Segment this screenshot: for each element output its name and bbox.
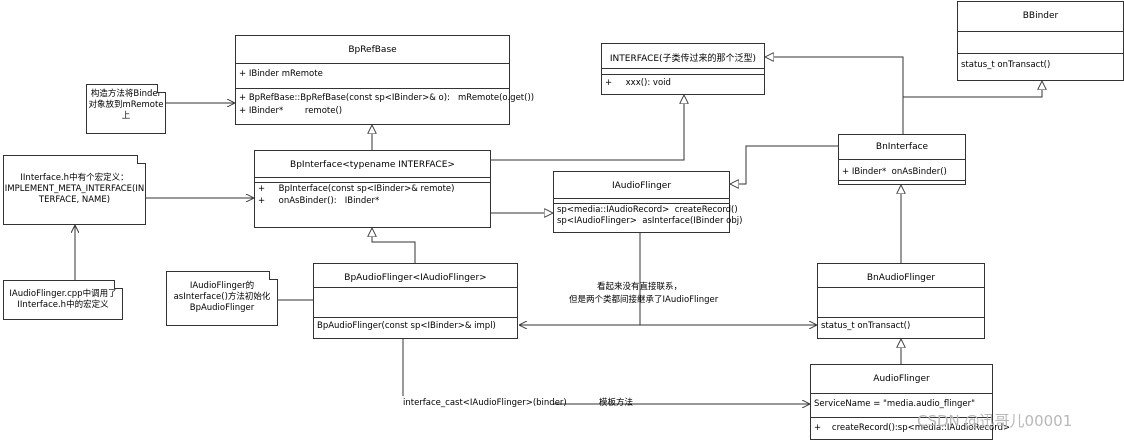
class-bnaudioflinger[interactable]: BnAudioFlinger status_t onTransact() bbox=[817, 263, 985, 339]
attribute-section bbox=[314, 287, 517, 288]
attribute-section bbox=[811, 393, 992, 394]
method-section bbox=[839, 180, 965, 181]
method-line: + IBinder* remote() bbox=[239, 106, 343, 116]
method-line: + createRecord():sp<media::IAudioRecord> bbox=[814, 423, 1011, 433]
relation-label-line1: 看起来没有直接联系， bbox=[597, 282, 683, 292]
method-line: BpAudioFlinger(const sp<IBinder>& impl) bbox=[317, 321, 496, 331]
note-line: 对象放到mRemote bbox=[88, 100, 164, 110]
method-line: + BpRefBase::BpRefBase(const sp<IBinder>… bbox=[239, 93, 535, 103]
class-bbinder[interactable]: BBinder status_t onTransact() bbox=[957, 1, 1124, 81]
class-audioflinger[interactable]: AudioFlinger ServiceName = "media.audio_… bbox=[810, 364, 1010, 440]
attribute-section bbox=[958, 31, 1123, 32]
note-fold bbox=[137, 155, 146, 164]
method-section bbox=[811, 417, 992, 418]
note-binder-to-mremote: 构造方法将Binder 对象放到mRemote 上 bbox=[86, 84, 166, 134]
class-bninterface[interactable]: BnInterface + IBinder* onAsBinder() bbox=[838, 134, 966, 185]
note-line: TERFACE, NAME) bbox=[38, 195, 111, 205]
attribute-section bbox=[255, 177, 490, 178]
note-fold bbox=[157, 84, 166, 93]
attribute-section bbox=[236, 63, 509, 64]
edge-bpinterface-interface bbox=[491, 95, 684, 161]
class-title: BpInterface<typename INTERFACE> bbox=[290, 160, 455, 170]
method-line: status_t onTransact() bbox=[961, 60, 1051, 70]
method-line: + BpInterface(const sp<IBinder>& remote) bbox=[258, 184, 455, 194]
class-title: IAudioFlinger bbox=[611, 181, 672, 191]
method-section bbox=[958, 53, 1123, 54]
class-title: INTERFACE(子类传过来的那个泛型) bbox=[609, 54, 757, 64]
attribute-section bbox=[602, 68, 764, 69]
template-method-label: 模板方法 bbox=[599, 398, 634, 408]
attribute-section bbox=[818, 287, 984, 288]
method-section bbox=[236, 88, 509, 89]
method-line: + xxx(): void bbox=[605, 78, 671, 88]
class-iaudioflinger[interactable]: IAudioFlinger sp<media::IAudioRecord> cr… bbox=[553, 171, 742, 233]
method-line: + onAsBinder(): IBinder* bbox=[258, 196, 380, 206]
method-line: sp<IAudioFlinger> asInterface(IBinder ob… bbox=[557, 216, 743, 226]
note-cpp-macro: IAudioFlinger.cpp中调用了 IInterface.h中的宏定义 bbox=[3, 280, 123, 320]
method-section bbox=[314, 317, 517, 318]
class-bpinterface[interactable]: BpInterface<typename INTERFACE> + BpInte… bbox=[254, 150, 491, 228]
class-title: BBinder bbox=[1022, 11, 1059, 21]
method-section bbox=[602, 74, 764, 75]
attribute-line: + IBinder* onAsBinder() bbox=[842, 167, 947, 177]
method-section bbox=[818, 317, 984, 318]
method-line: sp<media::IAudioRecord> createRecord() bbox=[557, 205, 738, 215]
interface-cast-label: interface_cast<IAudioFlinger>(binder) bbox=[403, 398, 567, 408]
note-iinterface-macro: IInterface.h中有个宏定义： IMPLEMENT_META_INTER… bbox=[3, 155, 146, 225]
attribute-line: + IBinder mRemote bbox=[239, 69, 323, 79]
note-line: 上 bbox=[121, 111, 131, 121]
class-title: BnAudioFlinger bbox=[866, 273, 936, 283]
method-line: status_t onTransact() bbox=[821, 321, 911, 331]
note-line: BpAudioFlinger bbox=[189, 303, 255, 313]
method-section bbox=[255, 182, 490, 183]
edge-bninterface-interface bbox=[765, 57, 904, 134]
note-line: IAudioFlinger.cpp中调用了 bbox=[9, 289, 117, 299]
class-title: BpAudioFlinger<IAudioFlinger> bbox=[344, 273, 487, 283]
note-line: 构造方法将Binder bbox=[90, 89, 162, 99]
class-title: AudioFlinger bbox=[873, 374, 930, 384]
class-interface[interactable]: INTERFACE(子类传过来的那个泛型) + xxx(): void bbox=[601, 43, 765, 95]
note-fold bbox=[114, 280, 123, 289]
class-title: BpRefBase bbox=[348, 45, 397, 55]
edge-bninterface-iaudioflinger bbox=[730, 145, 838, 184]
watermark: CSDN @迅哥儿00001 bbox=[917, 412, 1073, 430]
note-line: IInterface.h中有个宏定义： bbox=[20, 173, 129, 183]
note-fold bbox=[269, 271, 278, 280]
class-bprefbase[interactable]: BpRefBase + IBinder mRemote + BpRefBase:… bbox=[235, 35, 534, 125]
edge-bpaudioflinger-bpinterface bbox=[372, 228, 416, 263]
note-asinterface: IAudioFlinger的 asInterface()方法初始化 BpAudi… bbox=[166, 271, 278, 326]
method-section bbox=[554, 203, 729, 204]
note-line: IMPLEMENT_META_INTERFACE(IN bbox=[4, 184, 145, 194]
attribute-section bbox=[839, 159, 965, 160]
class-bpaudioflinger[interactable]: BpAudioFlinger<IAudioFlinger> BpAudioFli… bbox=[313, 263, 518, 339]
relation-label-line2: 但是两个类都间接继承了IAudioFlinger bbox=[569, 295, 719, 305]
note-line: IInterface.h中的宏定义 bbox=[17, 300, 109, 310]
edge-bninterface-bbinder bbox=[903, 81, 1042, 98]
attribute-section bbox=[554, 198, 729, 199]
note-line: IAudioFlinger的 bbox=[189, 281, 255, 291]
note-line: asInterface()方法初始化 bbox=[173, 292, 271, 302]
class-title: BnInterface bbox=[875, 142, 929, 152]
attribute-line: ServiceName = "media.audio_flinger" bbox=[814, 399, 976, 409]
